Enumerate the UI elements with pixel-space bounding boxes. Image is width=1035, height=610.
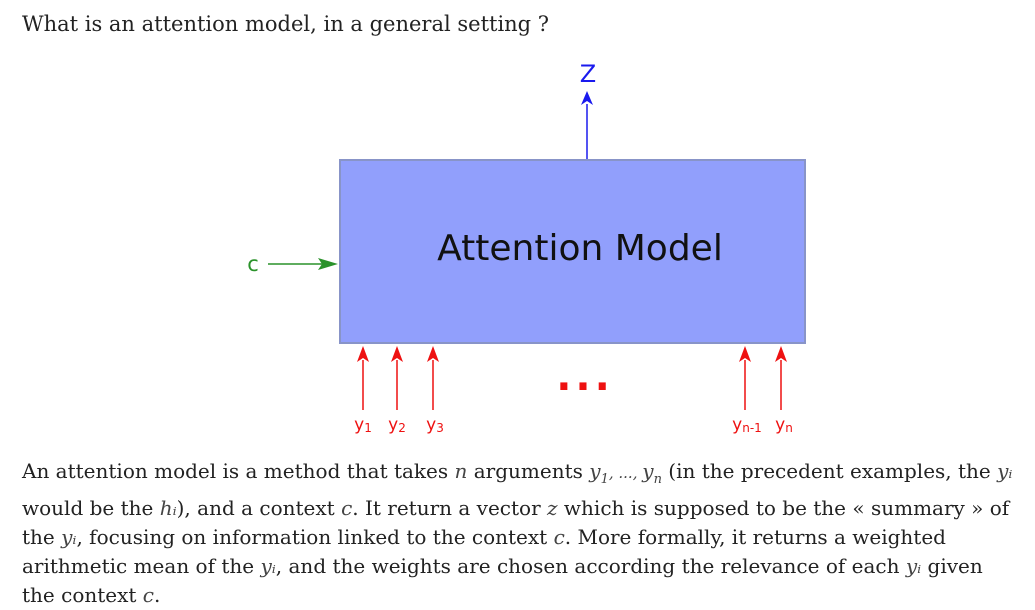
math-c: c [341, 496, 353, 520]
explanation-paragraph: An attention model is a method that take… [22, 459, 1013, 607]
attention-model-box [339, 159, 806, 344]
math-yi: yᵢ [260, 554, 276, 578]
input-arrow-yn-1 [739, 346, 751, 410]
math-c: c [142, 583, 154, 607]
input-arrow-yn [775, 346, 787, 410]
context-label: c [247, 252, 259, 276]
input-label-y1: y1 [354, 415, 372, 435]
input-label-yn: yn [775, 415, 793, 435]
math-yi: yᵢ [61, 525, 77, 549]
math-n: n [454, 459, 468, 483]
inputs-ellipsis: ... [556, 354, 614, 400]
math-z: z [547, 496, 558, 520]
question-heading: What is an attention model, in a general… [22, 12, 550, 36]
math-hi: hᵢ [159, 496, 177, 520]
input-label-y2: y2 [388, 415, 406, 435]
math-yi: yᵢ [997, 459, 1013, 483]
output-arrowhead [581, 91, 593, 105]
math-yi: yᵢ [905, 554, 922, 578]
math-y1: y1 [589, 459, 609, 487]
context-arrowhead [318, 258, 338, 270]
attention-model-label: Attention Model [437, 228, 723, 269]
math-c: c [553, 525, 565, 549]
math-yn: yn [642, 459, 662, 487]
output-label: Z [580, 60, 596, 88]
math-sep: , ..., [608, 464, 643, 482]
attention-model-diagram: Z Attention Model c ... y1 y2 y3 yn-1 yn [247, 60, 806, 435]
input-arrow-y3 [427, 346, 439, 410]
input-label-yn-1: yn-1 [732, 415, 762, 435]
input-label-y3: y3 [426, 415, 444, 435]
input-arrow-y1 [357, 346, 369, 410]
input-arrow-y2 [391, 346, 403, 410]
